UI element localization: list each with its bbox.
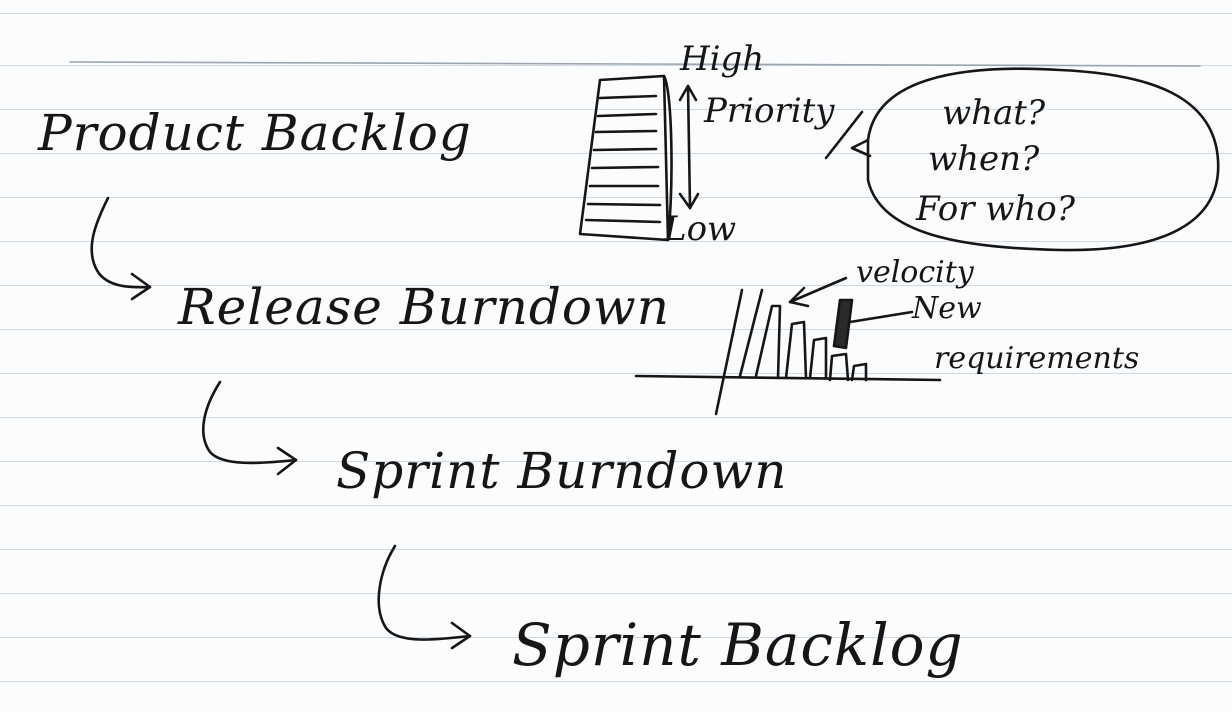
flow-step-sprint-backlog: Sprint Backlog (512, 611, 964, 679)
low-label: Low (664, 209, 737, 249)
requirements-label: requirements (934, 341, 1140, 376)
priority-label: Priority (704, 91, 835, 131)
speech-bubble (866, 67, 1220, 252)
velocity-label: velocity (856, 255, 974, 290)
new-label: New (912, 291, 982, 326)
bubble-pointer-line (824, 110, 864, 160)
flow-arrow-1 (90, 196, 152, 301)
high-label: High (680, 39, 765, 79)
flow-step-sprint-burndown: Sprint Burndown (336, 442, 788, 500)
bubble-line-for-who: For who? (916, 189, 1075, 229)
flow-arrow-2 (201, 380, 298, 476)
flow-step-product-backlog: Product Backlog (38, 104, 472, 162)
priority-arrow-icon (678, 84, 700, 210)
flow-step-release-burndown: Release Burndown (178, 278, 670, 336)
top-rule-line (69, 61, 1201, 67)
bubble-line-when: when? (928, 139, 1040, 179)
bubble-line-what: what? (942, 93, 1046, 133)
bubble-tail (850, 138, 872, 158)
flow-arrow-3 (377, 544, 472, 650)
burndown-chart-icon (634, 276, 942, 416)
backlog-stack-icon (578, 74, 673, 242)
